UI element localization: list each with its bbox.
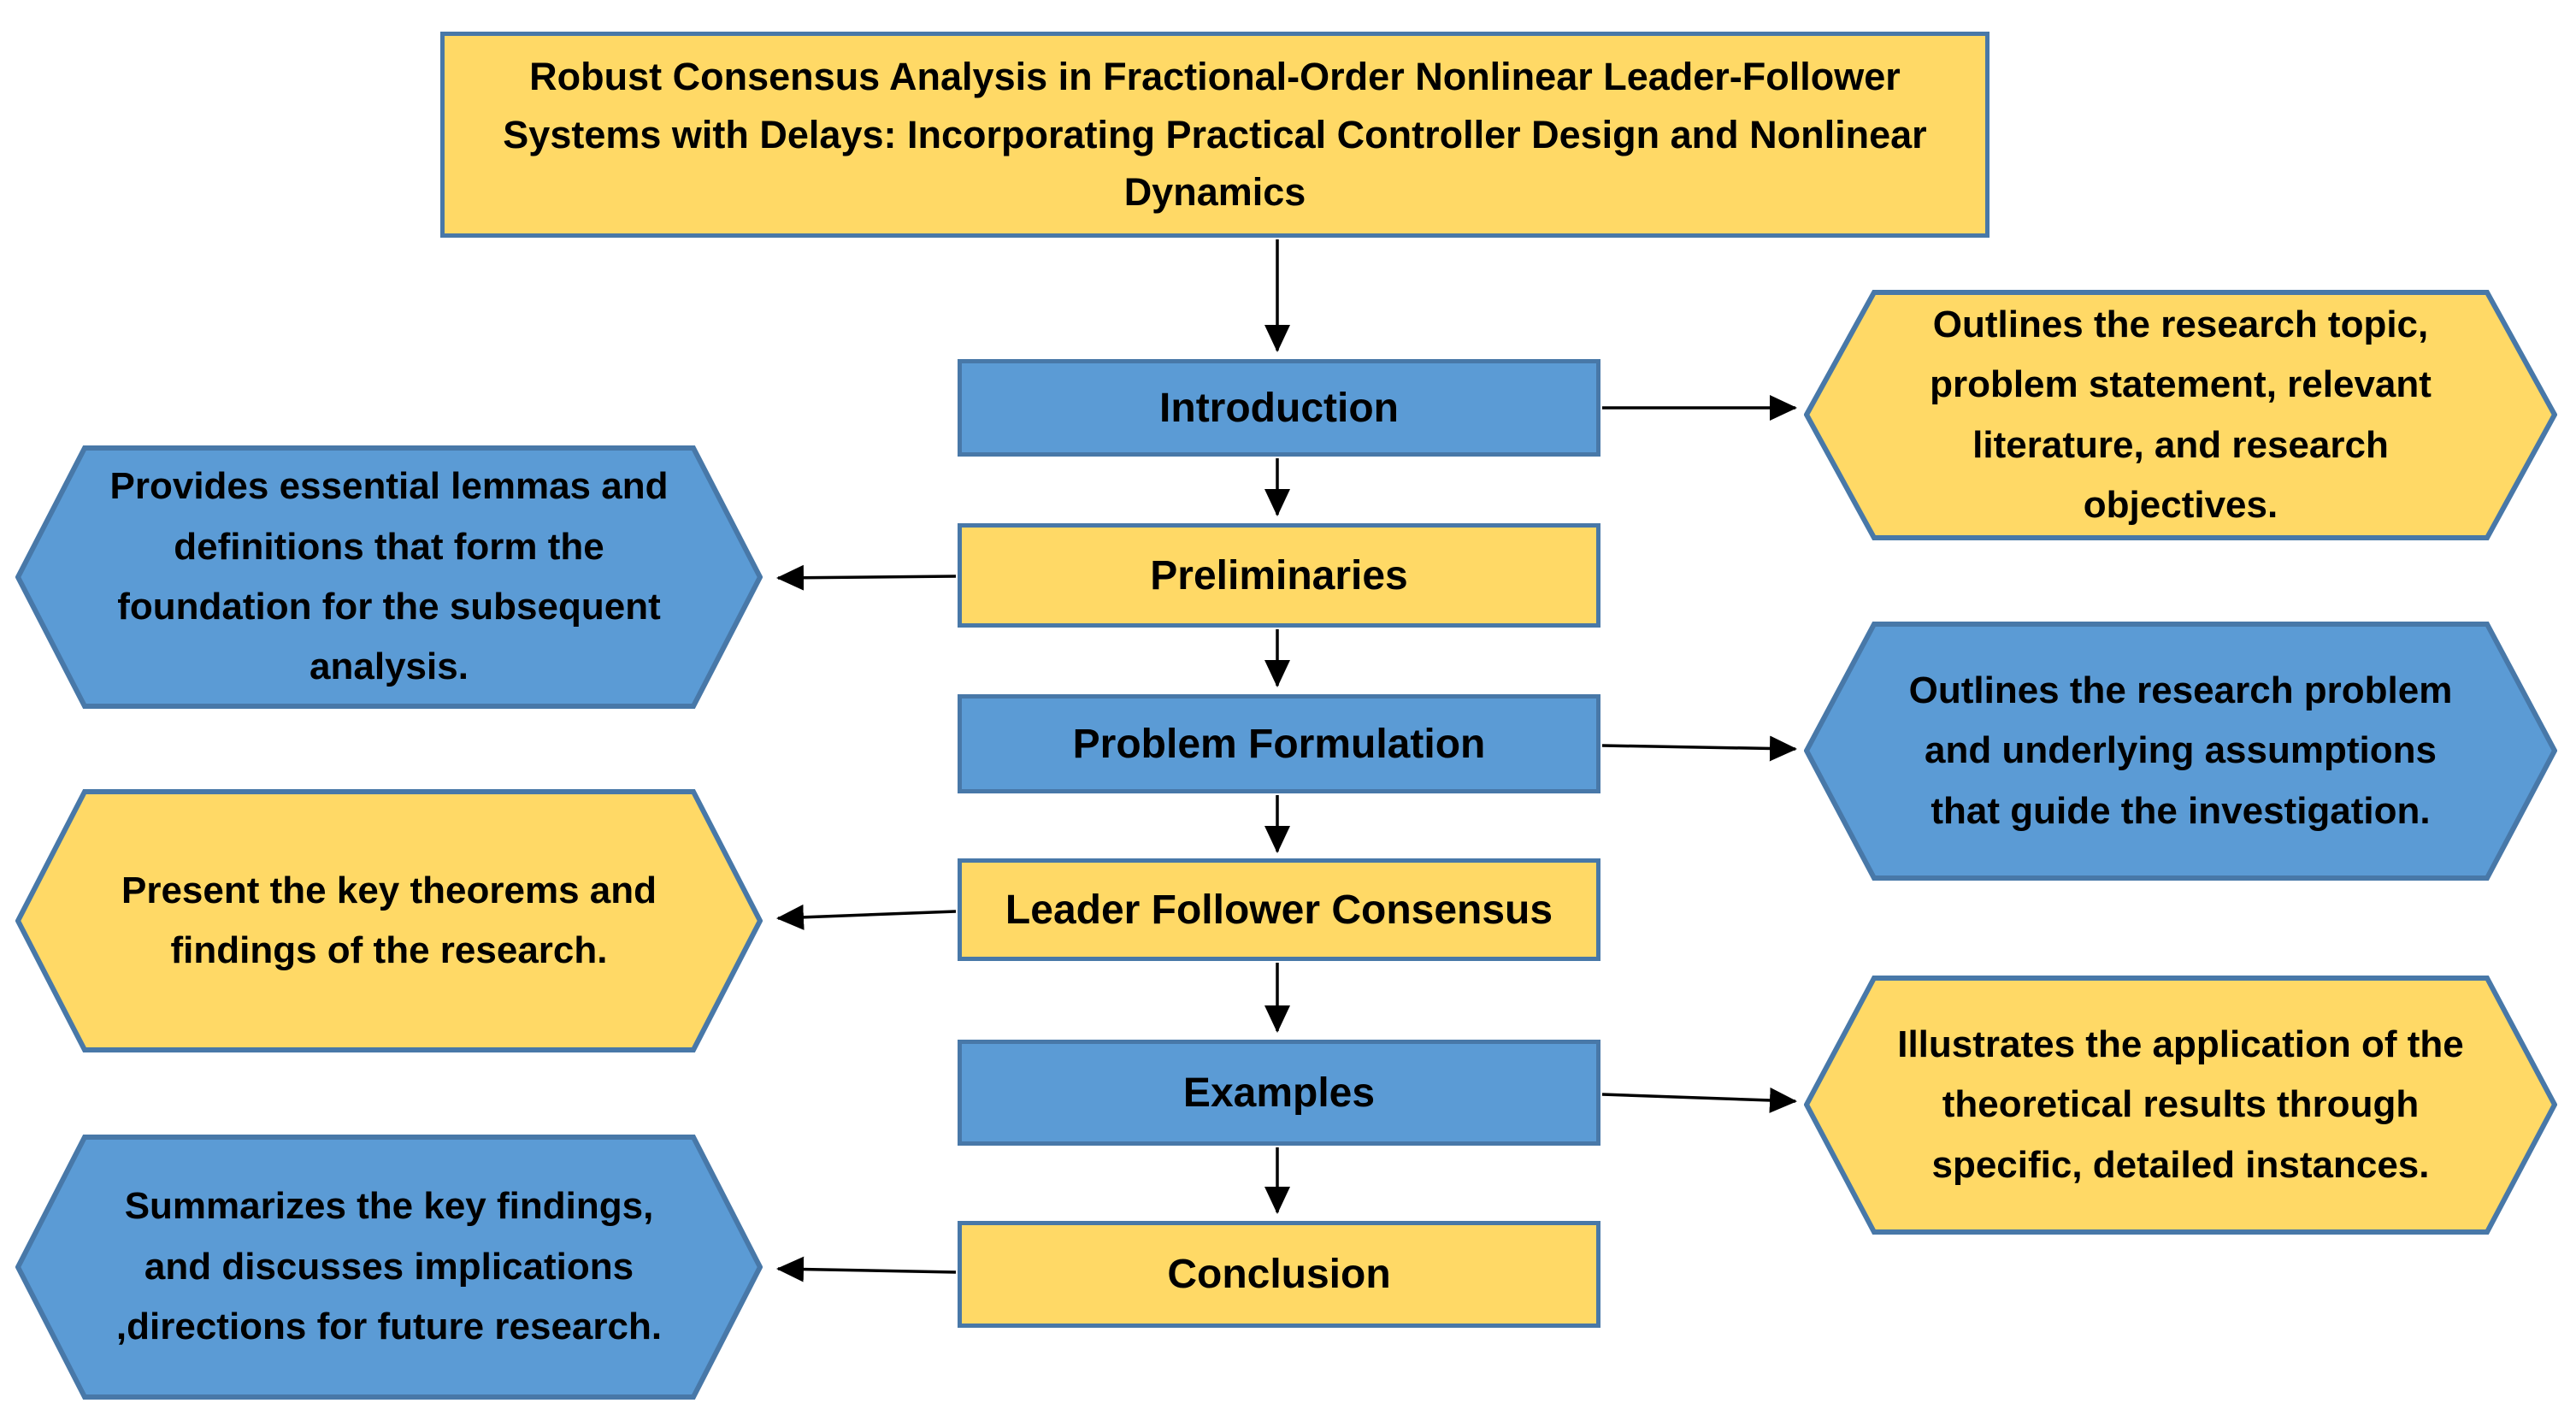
flow-box-conclusion: Conclusion (958, 1221, 1600, 1328)
callout-right-problem-formulation: Outlines the research problem and underl… (1804, 621, 2557, 881)
callout-left-leader-follower: Present the key theorems and findings of… (15, 788, 763, 1053)
callout-text: Outlines the research topic, problem sta… (1930, 303, 2432, 526)
hexagon-shape (1804, 622, 2557, 881)
callout-right-examples: Illustrates the application of the theor… (1804, 975, 2557, 1235)
callout-left-conclusion: Summarizes the key findings, and discuss… (15, 1134, 763, 1400)
arrow-conclusion-to-callout (776, 1256, 957, 1282)
flow-box-label: Conclusion (1167, 1252, 1391, 1297)
flow-box-label: Introduction (1159, 385, 1399, 431)
callout-text: Provides essential lemmas and definition… (109, 465, 669, 688)
flow-box-examples: Examples (958, 1040, 1600, 1146)
arrow-preliminaries-to-callout (776, 564, 957, 591)
flow-box-label: Preliminaries (1150, 552, 1408, 598)
diagram-title: Robust Consensus Analysis in Fractional-… (503, 55, 1927, 215)
callout-text: Summarizes the key findings, and discuss… (115, 1185, 663, 1348)
callout-right-introduction: Outlines the research topic, problem sta… (1804, 289, 2557, 541)
hexagon-shape (1804, 290, 2557, 540)
title-box: Robust Consensus Analysis in Fractional-… (440, 32, 1989, 238)
hexagon-shape (1804, 976, 2557, 1235)
hexagon-shape (15, 445, 763, 709)
hexagon-shape (15, 1135, 763, 1400)
callout-left-preliminaries: Provides essential lemmas and definition… (15, 445, 763, 710)
flow-box-leader-follower-consensus: Leader Follower Consensus (958, 858, 1600, 961)
callout-text: Outlines the research problem and underl… (1908, 669, 2453, 832)
flow-box-introduction: Introduction (958, 359, 1600, 457)
flow-box-problem-formulation: Problem Formulation (958, 694, 1600, 793)
flow-box-label: Leader Follower Consensus (1005, 887, 1553, 933)
flow-box-label: Problem Formulation (1072, 721, 1486, 767)
callout-text: Illustrates the application of the theor… (1897, 1023, 2464, 1186)
arrow-examples-to-callout (1601, 1087, 1797, 1113)
arrow-leaderfollower-to-callout (776, 904, 957, 930)
callout-text: Present the key theorems and findings of… (121, 869, 657, 971)
hexagon-shape (15, 789, 763, 1052)
flow-box-preliminaries: Preliminaries (958, 523, 1600, 628)
flow-box-label: Examples (1182, 1070, 1376, 1116)
arrow-problem-to-callout (1601, 735, 1797, 762)
